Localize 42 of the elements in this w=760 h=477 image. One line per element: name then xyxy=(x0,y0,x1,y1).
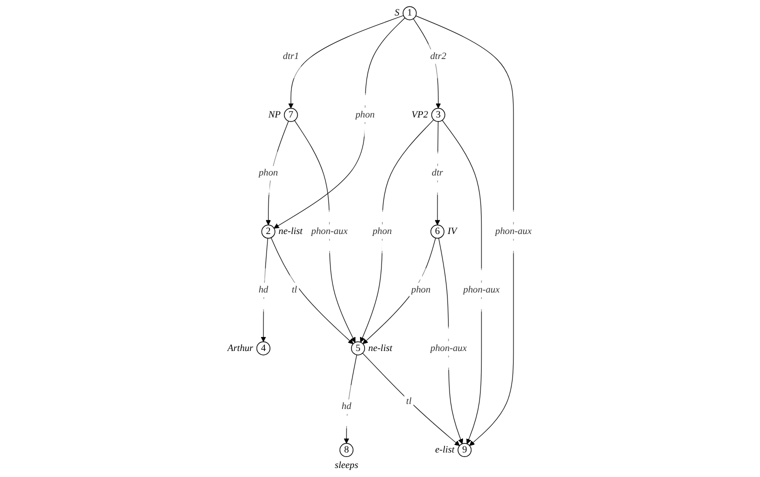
edge-label: phon-aux xyxy=(463,284,500,295)
node-circle: 4 xyxy=(256,341,270,356)
node-circle: 3 xyxy=(431,108,446,122)
arrow xyxy=(274,18,406,228)
edge-label: dtr xyxy=(432,168,444,178)
arrow xyxy=(362,352,460,446)
arrow xyxy=(413,18,441,109)
node-annotation: e-list xyxy=(435,444,454,456)
edge-label: hd xyxy=(342,401,352,412)
arrow xyxy=(266,120,289,226)
arrow xyxy=(442,120,482,444)
arrow xyxy=(270,237,354,344)
node-circle: 8 xyxy=(340,443,354,457)
node-annotation: VP2 xyxy=(412,109,428,120)
node-annotation: ne-list xyxy=(278,226,303,238)
node-annotation: NP xyxy=(268,109,281,120)
node-circle: 1 xyxy=(402,6,417,20)
edge-label: dtr2 xyxy=(430,51,446,62)
node-circle: 7 xyxy=(284,108,298,122)
edge-label: phon-aux xyxy=(311,226,348,236)
edge-label: phon xyxy=(411,284,431,295)
edge-label: phon-aux xyxy=(495,226,532,236)
edge-label: phon xyxy=(355,110,375,120)
edge-label: tl xyxy=(292,284,298,295)
edge-label: phon-aux xyxy=(430,342,467,354)
arrow xyxy=(294,120,356,343)
node-circle: 6 xyxy=(430,224,444,239)
node-annotation: IV xyxy=(448,226,457,238)
edge-label: dtr1 xyxy=(282,51,299,62)
edge-label: tl xyxy=(406,396,412,407)
arrow xyxy=(288,15,404,109)
node-annotation: Arthur xyxy=(228,342,254,354)
edge-label: phon xyxy=(372,226,392,236)
node-circle: 5 xyxy=(351,341,366,356)
arrow xyxy=(362,238,436,344)
node-annotation: ne-list xyxy=(368,342,392,354)
node-annotation: S xyxy=(394,8,400,19)
node-circle: 2 xyxy=(261,224,276,239)
node-circle: 9 xyxy=(458,443,472,457)
edge-label: hd xyxy=(258,284,268,295)
edge-label: phon xyxy=(258,168,278,178)
node-annotation: sleeps xyxy=(334,460,358,472)
